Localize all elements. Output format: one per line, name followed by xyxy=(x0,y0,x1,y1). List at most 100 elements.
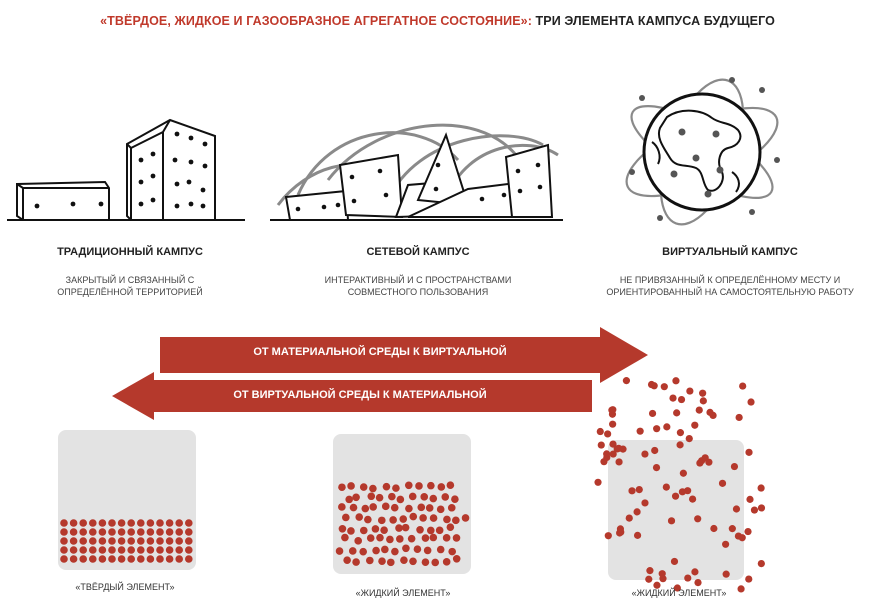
liquid-particle xyxy=(378,557,386,566)
solid-particle xyxy=(117,555,126,563)
gas-particle xyxy=(633,531,642,539)
campus-description: ЗАКРЫТЫЙ И СВЯЗАННЫЙ С ОПРЕДЕЛЁННОЙ ТЕРР… xyxy=(20,274,240,298)
solid-particle xyxy=(108,546,116,554)
gas-particle xyxy=(658,570,666,578)
gas-particle xyxy=(709,411,717,420)
gas-particle xyxy=(653,425,661,433)
campus-column-network: СЕТЕВОЙ КАМПУС ИНТЕРАКТИВНЫЙ И С ПРОСТРА… xyxy=(288,246,548,298)
gas-particle xyxy=(645,575,653,583)
campus-description: НЕ ПРИВЯЗАННЫЙ К ОПРЕДЕЛЁННОМУ МЕСТУ И О… xyxy=(585,274,875,298)
campus-description-line: НЕ ПРИВЯЗАННЫЙ К ОПРЕДЕЛЁННОМУ МЕСТУ И xyxy=(619,275,841,285)
solid-particle xyxy=(175,555,183,563)
solid-particle xyxy=(165,519,174,527)
liquid-particle xyxy=(401,523,410,532)
solid-particle xyxy=(98,546,107,554)
solid-particle xyxy=(60,555,68,563)
liquid-particle xyxy=(380,526,388,534)
solid-particle xyxy=(137,546,145,554)
solid-particle xyxy=(117,528,126,536)
gas-particle xyxy=(699,397,707,405)
gas-particle xyxy=(651,446,659,455)
gas-particle xyxy=(686,387,694,395)
liquid-particle xyxy=(367,492,376,501)
solid-particle xyxy=(60,528,68,536)
page-title: «ТВЁРДОЕ, ЖИДКОЕ И ГАЗООБРАЗНОЕ АГРЕГАТН… xyxy=(0,14,875,28)
liquid-particle xyxy=(415,482,423,490)
campus-description-line: СОВМЕСТНОГО ПОЛЬЗОВАНИЯ xyxy=(347,287,489,297)
liquid-particle xyxy=(419,514,427,522)
liquid-particle xyxy=(343,556,351,564)
arrow-right xyxy=(160,327,648,383)
gas-particle xyxy=(597,441,605,449)
gas-particle xyxy=(660,383,668,391)
network-campus-illustration xyxy=(270,123,563,221)
liquid-particle xyxy=(425,504,434,512)
solid-particle xyxy=(108,555,116,563)
campus-column-traditional: ТРАДИЦИОННЫЙ КАМПУС ЗАКРЫТЫЙ И СВЯЗАННЫЙ… xyxy=(20,246,240,298)
arrow-left xyxy=(112,372,592,420)
gas-particle xyxy=(613,445,621,453)
liquid-particle xyxy=(417,503,426,512)
solid-particle xyxy=(60,537,68,545)
liquid-particle xyxy=(435,526,444,535)
liquid-particle xyxy=(413,545,422,554)
liquid-particle xyxy=(347,482,355,490)
liquid-particle xyxy=(390,503,399,512)
gas-particle xyxy=(737,585,745,593)
solid-particle xyxy=(146,528,155,536)
gas-particle xyxy=(757,484,765,492)
gas-particle xyxy=(609,450,617,458)
solid-particle xyxy=(175,537,183,545)
gas-particle xyxy=(653,581,661,589)
solid-particle xyxy=(79,537,87,545)
campus-name: ВИРТУАЛЬНЫЙ КАМПУС xyxy=(662,246,798,258)
liquid-particle xyxy=(407,534,416,543)
solid-particle xyxy=(127,528,135,536)
solid-particle xyxy=(137,555,145,563)
gas-particle xyxy=(677,395,686,404)
liquid-particle xyxy=(369,484,377,493)
gas-particle xyxy=(650,382,658,390)
gas-particle xyxy=(757,504,766,512)
liquid-particle xyxy=(400,556,408,564)
solid-particle xyxy=(127,519,135,527)
solid-particle xyxy=(69,537,78,545)
gas-particle xyxy=(603,450,611,458)
liquid-particle xyxy=(338,503,346,511)
solid-particle xyxy=(89,528,97,536)
solid-particle xyxy=(127,537,135,545)
solid-particle xyxy=(69,519,78,527)
liquid-particle xyxy=(348,547,357,555)
solid-particle xyxy=(127,555,135,563)
gas-particle xyxy=(604,430,612,438)
solid-particle xyxy=(108,528,116,536)
solid-particle xyxy=(175,546,183,554)
liquid-particle xyxy=(381,545,389,554)
solid-element-box xyxy=(58,430,196,570)
arrow-left-label: ОТ ВИРТУАЛЬНОЙ СРЕДЫ К МАТЕРИАЛЬНОЙ xyxy=(233,389,487,401)
liquid-particle xyxy=(447,503,456,512)
liquid-particle xyxy=(382,482,391,491)
solid-particle xyxy=(89,546,97,554)
solid-particle xyxy=(60,519,68,527)
liquid-particle xyxy=(359,526,368,535)
solid-particle xyxy=(117,546,126,554)
liquid-particle xyxy=(361,504,370,513)
virtual-campus-globe-illustration xyxy=(625,77,780,226)
solid-particle xyxy=(79,528,87,536)
liquid-particle xyxy=(349,503,358,512)
liquid-particle xyxy=(402,544,410,553)
liquid-particle xyxy=(421,558,430,566)
gas-particle xyxy=(695,406,703,414)
gas-particle xyxy=(676,441,684,449)
gas-particle xyxy=(688,495,697,503)
gas-particle xyxy=(701,454,709,462)
gas-particle xyxy=(744,527,752,536)
solid-particle xyxy=(79,546,87,554)
liquid-particle xyxy=(345,495,353,504)
gas-particle xyxy=(667,517,676,525)
campus-description-line: ОРИЕНТИРОВАННЫЙ НА САМОСТОЯТЕЛЬНУЮ РАБОТ… xyxy=(606,287,854,297)
liquid-particle xyxy=(405,504,413,513)
liquid-particle xyxy=(437,483,446,491)
liquid-particle xyxy=(452,555,461,563)
